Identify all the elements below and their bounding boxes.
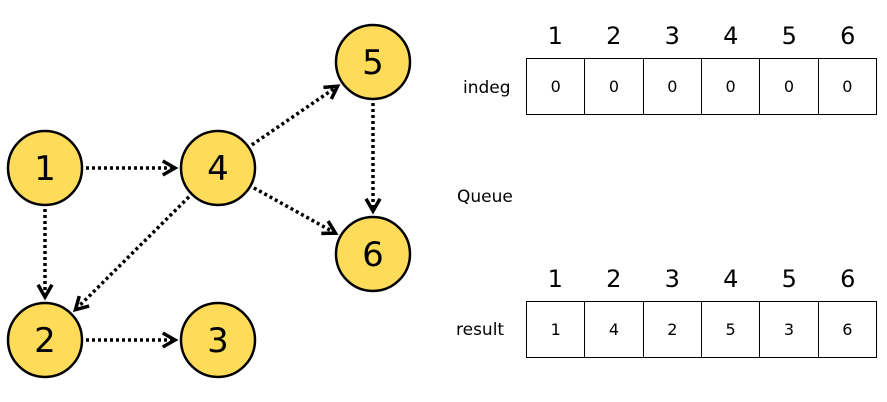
result-header-4: 4 bbox=[723, 265, 739, 293]
indeg-header-5: 5 bbox=[781, 22, 797, 50]
indeg-cell-1: 0 bbox=[550, 77, 561, 96]
indeg-header-2: 2 bbox=[606, 22, 622, 50]
indeg-header-4: 4 bbox=[723, 22, 739, 50]
node-1: 1 bbox=[6, 129, 84, 207]
node-circle bbox=[179, 301, 257, 379]
result-cell-4: 5 bbox=[700, 302, 759, 357]
indeg-cell-2: 0 bbox=[584, 59, 642, 114]
node-label: 6 bbox=[362, 235, 384, 275]
indeg-header-3: 3 bbox=[664, 22, 680, 50]
node-label: 1 bbox=[34, 149, 56, 189]
result-header-5: 5 bbox=[781, 265, 797, 293]
result-cell-1: 1 bbox=[550, 320, 561, 339]
node-5: 5 bbox=[334, 23, 412, 101]
node-2: 2 bbox=[6, 301, 84, 379]
result-header-1: 1 bbox=[547, 265, 563, 293]
result-cell-2: 4 bbox=[584, 302, 642, 357]
node-3: 3 bbox=[179, 301, 257, 379]
node-6: 6 bbox=[334, 215, 412, 293]
indeg-header-1: 1 bbox=[547, 22, 563, 50]
result-cell-6: 6 bbox=[817, 302, 876, 357]
result-header-3: 3 bbox=[664, 265, 680, 293]
indeg-label: indeg bbox=[463, 78, 511, 98]
node-circle bbox=[334, 215, 412, 293]
result-cell-5: 3 bbox=[759, 302, 817, 357]
edge-4-to-6 bbox=[253, 186, 339, 236]
indeg-cell-3: 0 bbox=[642, 59, 701, 114]
indeg-array: 0 0 0 0 0 0 bbox=[526, 58, 877, 115]
dependency-graph: 1 2 3 4 5 6 bbox=[6, 23, 412, 379]
node-circle bbox=[6, 301, 84, 379]
edge-4-to-5 bbox=[250, 84, 341, 147]
node-label: 4 bbox=[207, 149, 229, 189]
indeg-cell-5: 0 bbox=[759, 59, 817, 114]
result-header-row: 1 2 3 4 5 6 bbox=[526, 265, 877, 293]
node-label: 3 bbox=[207, 321, 229, 361]
node-circle bbox=[6, 129, 84, 207]
node-circle bbox=[334, 23, 412, 101]
indeg-header-6: 6 bbox=[840, 22, 856, 50]
indeg-header-row: 1 2 3 4 5 6 bbox=[526, 22, 877, 50]
node-circle bbox=[179, 129, 257, 207]
node-label: 5 bbox=[362, 43, 384, 83]
queue-label: Queue bbox=[457, 187, 513, 207]
result-header-6: 6 bbox=[840, 265, 856, 293]
result-header-2: 2 bbox=[606, 265, 622, 293]
node-4: 4 bbox=[179, 129, 257, 207]
indeg-cell-4: 0 bbox=[700, 59, 759, 114]
edge-4-to-2 bbox=[72, 195, 191, 313]
node-label: 2 bbox=[34, 321, 56, 361]
result-label: result bbox=[456, 320, 505, 340]
indeg-cell-6: 0 bbox=[817, 59, 876, 114]
result-cell-3: 2 bbox=[642, 302, 701, 357]
result-array: 1 4 2 5 3 6 bbox=[526, 301, 877, 358]
